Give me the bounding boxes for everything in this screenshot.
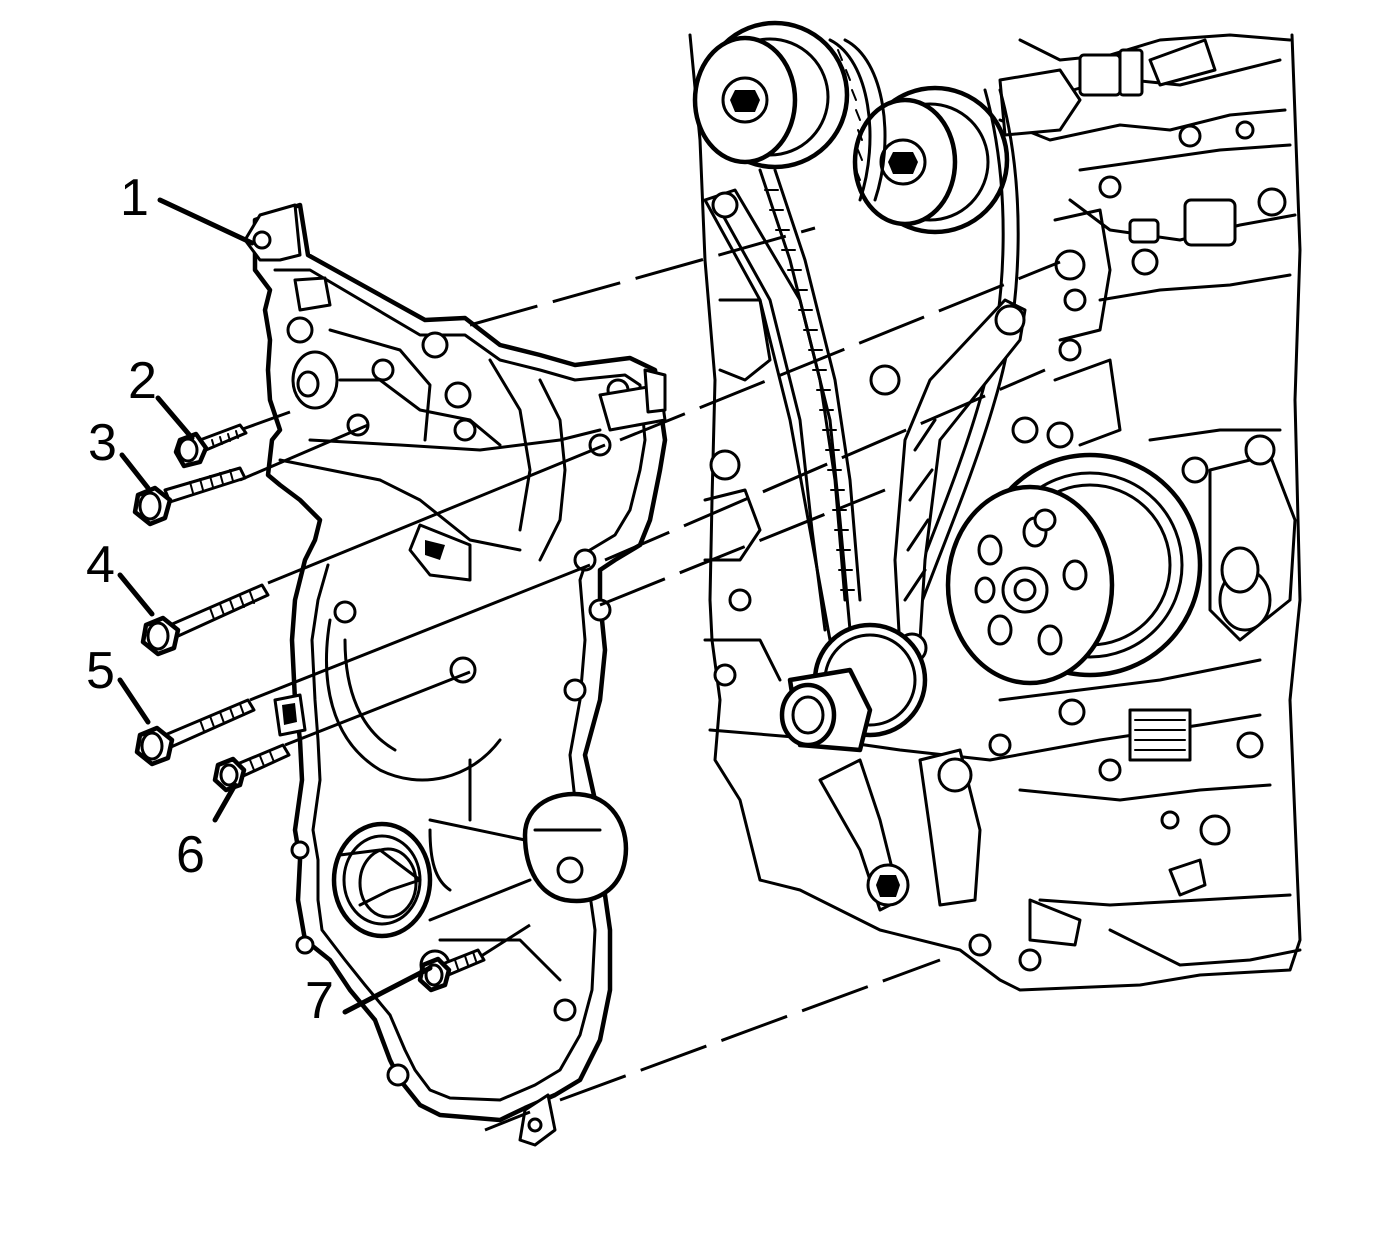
callout-label-1: 1 xyxy=(120,169,149,227)
leader-6 xyxy=(212,782,238,823)
bolt-2 xyxy=(173,423,248,469)
crankshaft-sprocket xyxy=(779,622,928,753)
bolt-4 xyxy=(140,583,270,657)
callout-labels: 1 2 3 4 5 6 7 xyxy=(86,169,334,1030)
cover-round-boss xyxy=(522,791,629,904)
bolt-6 xyxy=(212,743,291,793)
alignment-lines xyxy=(239,226,1061,1132)
callout-label-6: 6 xyxy=(176,826,205,884)
leader-5 xyxy=(117,677,151,725)
engine-block xyxy=(688,20,1302,992)
bolt-3 xyxy=(132,466,247,527)
bolt-5 xyxy=(134,698,256,767)
leader-7 xyxy=(342,965,433,1015)
engine-front-cover xyxy=(243,202,668,1147)
camshaft-sprocket-left xyxy=(692,20,850,170)
leader-2 xyxy=(155,395,195,441)
leader-4 xyxy=(117,572,155,617)
camshaft-sprocket-right xyxy=(852,85,1010,235)
callout-label-7: 7 xyxy=(305,972,334,1030)
callout-leaders xyxy=(117,197,433,1015)
leader-3 xyxy=(119,452,151,491)
callout-label-5: 5 xyxy=(86,642,115,700)
callout-label-2: 2 xyxy=(128,352,157,410)
callout-label-4: 4 xyxy=(86,536,115,594)
callout-label-3: 3 xyxy=(88,414,117,472)
leader-1 xyxy=(157,197,255,246)
crankshaft-seal xyxy=(331,821,433,939)
water-pump-pulley xyxy=(945,452,1203,686)
